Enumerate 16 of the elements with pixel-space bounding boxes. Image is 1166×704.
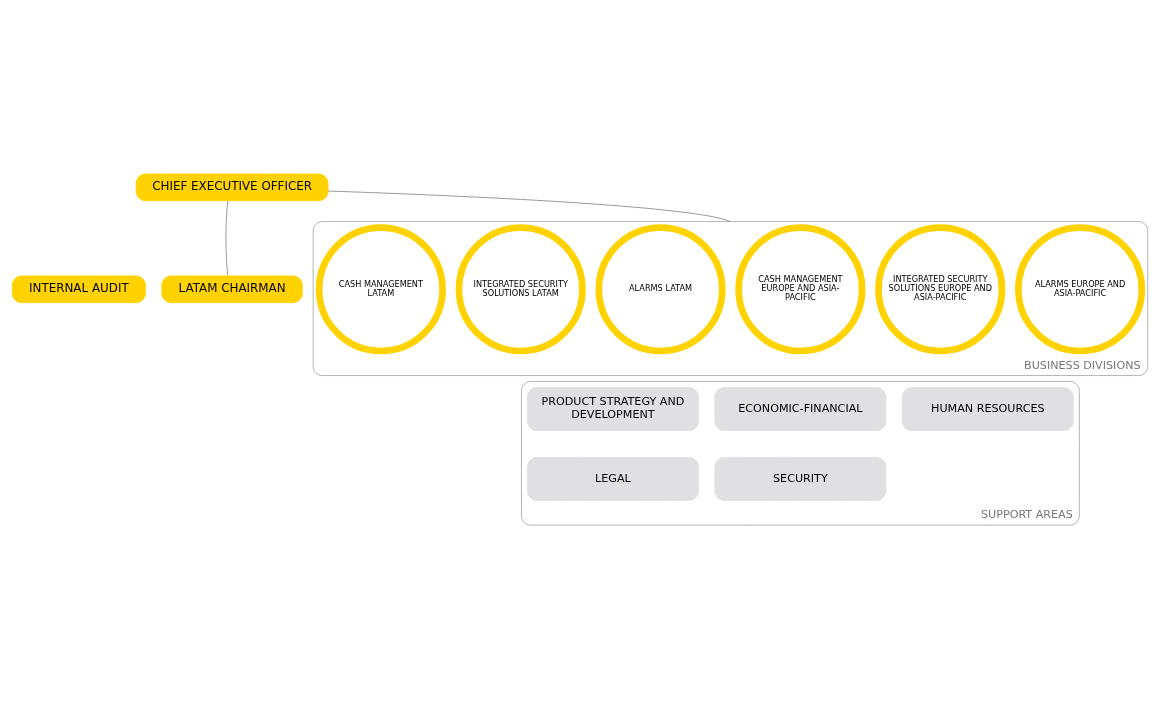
node-box: ECONOMIC-FINANCIAL: [714, 386, 887, 431]
node-box: HUMAN RESOURCES: [901, 386, 1074, 431]
node-box: SECURITY: [714, 456, 887, 501]
node-box: LEGAL: [527, 456, 699, 501]
node-circle: CASH MANAGEMENT LATAM: [315, 223, 446, 354]
connector: [327, 190, 731, 222]
node-circle: ALARMS EUROPE AND ASIA-PACIFIC: [1015, 223, 1146, 354]
node-box: LATAM CHAIRMAN: [161, 275, 303, 303]
connector: [225, 199, 229, 276]
node-box: PRODUCT STRATEGY AND DEVELOPMENT: [527, 386, 699, 431]
node-circle: CASH MANAGEMENT EUROPE AND ASIA-PACIFIC: [735, 223, 866, 354]
node-circle: ALARMS LATAM: [595, 223, 726, 354]
node-box: CHIEF EXECUTIVE OFFICER: [135, 173, 329, 201]
node-box: INTERNAL AUDIT: [11, 275, 146, 303]
node-circle: INTEGRATED SECURITY SOLUTIONS LATAM: [455, 223, 586, 354]
node-circle: INTEGRATED SECURITY SOLUTIONS EUROPE AND ASIA-PACIFIC: [875, 223, 1006, 354]
